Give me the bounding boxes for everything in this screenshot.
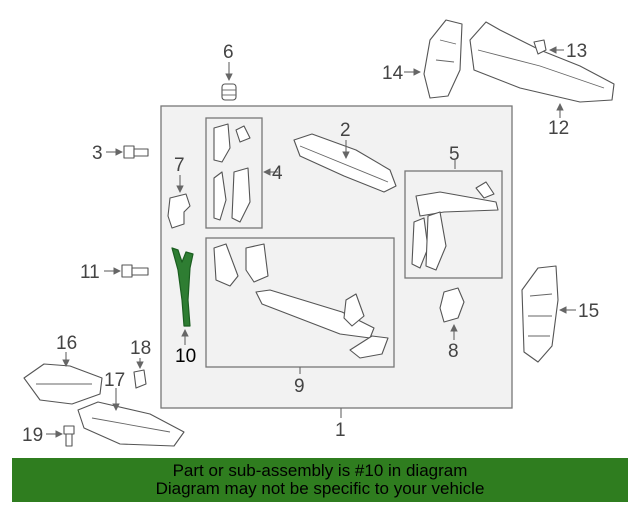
callout-12: 12 [548,118,569,139]
callout-11: 11 [80,262,100,283]
part-19-screw[interactable] [63,425,75,447]
part-10-support[interactable] [171,247,194,327]
callout-9: 9 [294,376,305,397]
callout-14: 14 [382,63,404,84]
callout-1: 1 [335,420,346,441]
callout-10: 10 [175,346,196,367]
part-18-clip[interactable] [133,369,147,389]
part-7-bracket[interactable] [167,193,191,229]
part-16-under-cover[interactable] [23,363,103,405]
callout-8: 8 [448,341,459,362]
callout-5: 5 [449,144,460,165]
part-14-duct[interactable] [423,19,463,99]
part-17-under-cover[interactable] [77,401,185,447]
part-3-bolt[interactable] [123,145,149,159]
part-6-clip[interactable] [221,83,237,101]
part-13-clip[interactable] [533,39,547,55]
callout-6: 6 [223,42,234,63]
banner-line-2: Diagram may not be specific to your vehi… [155,479,485,498]
callout-19: 19 [22,425,43,446]
callout-3: 3 [92,143,103,164]
part-9-lower-support[interactable] [213,243,389,359]
callout-13: 13 [566,41,587,62]
part-11-bolt[interactable] [121,264,149,278]
part-15-deflector[interactable] [521,265,559,363]
part-8-bracket[interactable] [439,287,465,323]
banner-line-1: Part or sub-assembly is #10 in diagram [172,461,468,480]
callout-4: 4 [272,163,283,184]
callout-15: 15 [578,301,599,322]
callout-17: 17 [104,370,125,391]
part-info-banner: Part or sub-assembly is #10 in diagram D… [12,458,628,502]
part-12-cover[interactable] [469,21,615,103]
part-2-upper-support[interactable] [293,133,397,193]
part-4-reinforcements[interactable] [213,123,251,223]
part-5-reinforcement[interactable] [411,181,499,271]
callout-7: 7 [174,155,185,176]
callout-16: 16 [56,333,77,354]
callout-18: 18 [130,338,151,359]
callout-2: 2 [340,120,351,141]
